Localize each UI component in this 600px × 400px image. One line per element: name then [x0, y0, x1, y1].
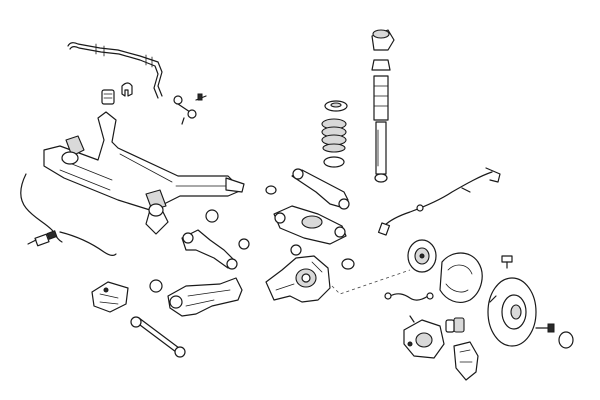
bump-stop-icon [371, 59, 391, 71]
dust-boot-icon [373, 75, 389, 121]
stabilizer-clamp-icon [121, 82, 133, 97]
spring-top-mount-icon [371, 29, 395, 51]
parking-brake-cable-icon [377, 167, 501, 236]
wear-sensor-icon [501, 255, 513, 269]
rubber-bushing-icon [149, 185, 355, 293]
brake-hose-icon [384, 292, 434, 301]
wheel-hub-icon [407, 239, 437, 273]
brake-caliper-icon [403, 315, 445, 359]
stabilizer-link-icon [173, 93, 207, 125]
stabilizer-bar-icon [67, 42, 163, 99]
trailing-arm-icon [167, 277, 243, 317]
stabilizer-bushing-icon [101, 89, 115, 105]
trailing-arm-bracket-icon [91, 281, 129, 313]
spring-seat-upper-icon [324, 100, 348, 112]
coil-spring-icon [321, 118, 347, 153]
abs-sensor-cable-icon [20, 173, 117, 256]
brake-disc-icon [487, 277, 537, 347]
upper-control-arm-icon [291, 168, 350, 210]
tie-rod-icon [130, 316, 186, 358]
shock-absorber-icon [374, 121, 388, 183]
brake-splash-shield-icon [439, 252, 483, 303]
rear-subframe-icon [43, 111, 245, 235]
toe-link-icon [181, 229, 238, 270]
lower-spring-arm-icon [273, 205, 347, 245]
spring-seat-lower-icon [323, 156, 345, 168]
caliper-carrier-icon [453, 341, 479, 381]
brake-pad-icon [445, 317, 465, 333]
cap-icon [558, 331, 574, 349]
wheel-carrier-icon [265, 255, 331, 303]
bolt-icon [535, 323, 555, 333]
